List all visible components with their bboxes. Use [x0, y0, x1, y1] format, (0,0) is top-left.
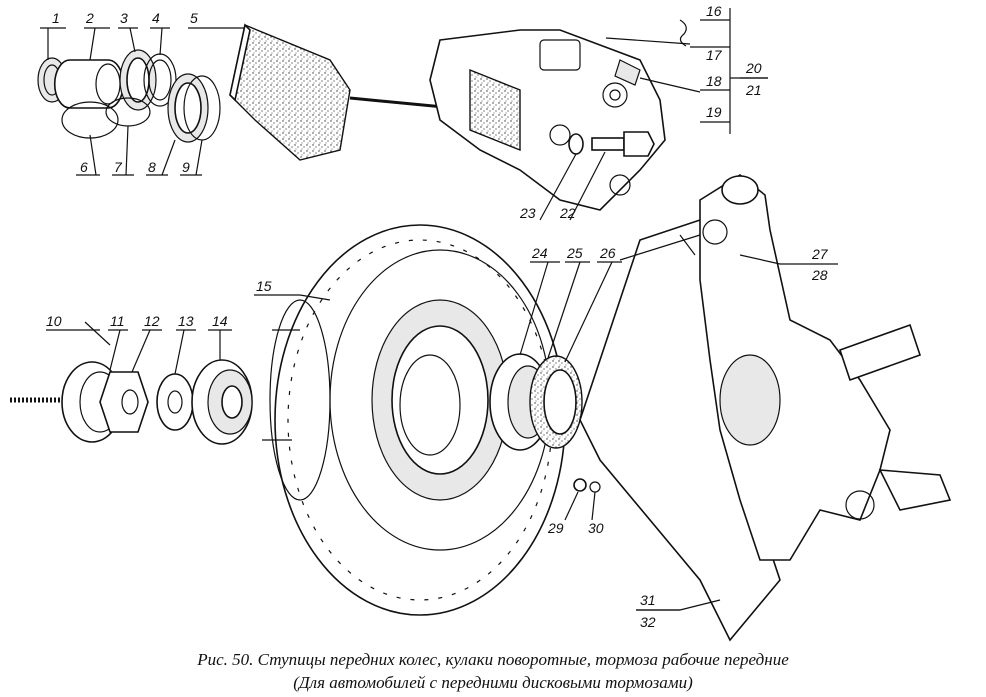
callout-9: 9	[182, 159, 190, 175]
piston-seal-group	[37, 49, 221, 143]
bearing-seal	[489, 353, 583, 451]
cotter-10	[84, 321, 111, 346]
callout-15: 15	[256, 278, 272, 294]
callout-26: 26	[599, 245, 616, 261]
callout-8: 8	[148, 159, 156, 175]
callout-25: 25	[566, 245, 583, 261]
caliper-assembly	[429, 29, 666, 211]
figure-subcaption: (Для автомобилей с передними дисковыми т…	[293, 673, 693, 692]
callout-28: 28	[811, 267, 828, 283]
callout-2: 2	[85, 10, 94, 26]
callout-22: 22	[559, 205, 576, 221]
callout-16: 16	[706, 3, 722, 19]
callout-6: 6	[80, 159, 88, 175]
callout-10: 10	[46, 313, 62, 329]
callout-5: 5	[190, 10, 198, 26]
bleeder-18	[614, 59, 641, 86]
brake-pad	[229, 23, 351, 161]
callout-21: 21	[745, 82, 762, 98]
callout-27: 27	[811, 246, 829, 262]
callout-30: 30	[588, 520, 604, 536]
washer-23	[568, 133, 584, 155]
hub-parts	[10, 321, 253, 445]
nut-12	[99, 371, 149, 433]
steering-arm	[838, 323, 922, 382]
bolt-29	[573, 478, 587, 492]
callout-17: 17	[706, 47, 723, 63]
callout-14: 14	[212, 313, 228, 329]
brake-disc	[262, 224, 566, 616]
callout-labels: 1 2 3 4 5 6 7 8 9 10 11 12 13 14 15 16 1…	[46, 3, 829, 630]
callout-19: 19	[706, 104, 722, 120]
figure-caption: Рис. 50. Ступицы передних колес, кулаки …	[197, 650, 789, 669]
piston-2	[53, 59, 125, 109]
washer-13	[156, 373, 194, 431]
steering-knuckle	[679, 174, 952, 561]
callout-7: 7	[114, 159, 123, 175]
callout-18: 18	[706, 73, 722, 89]
callout-20: 20	[745, 60, 762, 76]
cotter-pin-16	[605, 19, 691, 47]
callout-3: 3	[120, 10, 128, 26]
leader-lines	[40, 8, 838, 611]
callout-13: 13	[178, 313, 194, 329]
callout-32: 32	[640, 614, 656, 630]
callout-12: 12	[144, 313, 160, 329]
callout-4: 4	[152, 10, 160, 26]
washer-30	[589, 481, 601, 493]
callout-29: 29	[547, 520, 564, 536]
callout-1: 1	[52, 10, 60, 26]
callout-23: 23	[519, 205, 536, 221]
bolt-22	[591, 131, 655, 157]
callout-24: 24	[531, 245, 548, 261]
callout-11: 11	[110, 313, 125, 329]
callout-31: 31	[640, 592, 656, 608]
